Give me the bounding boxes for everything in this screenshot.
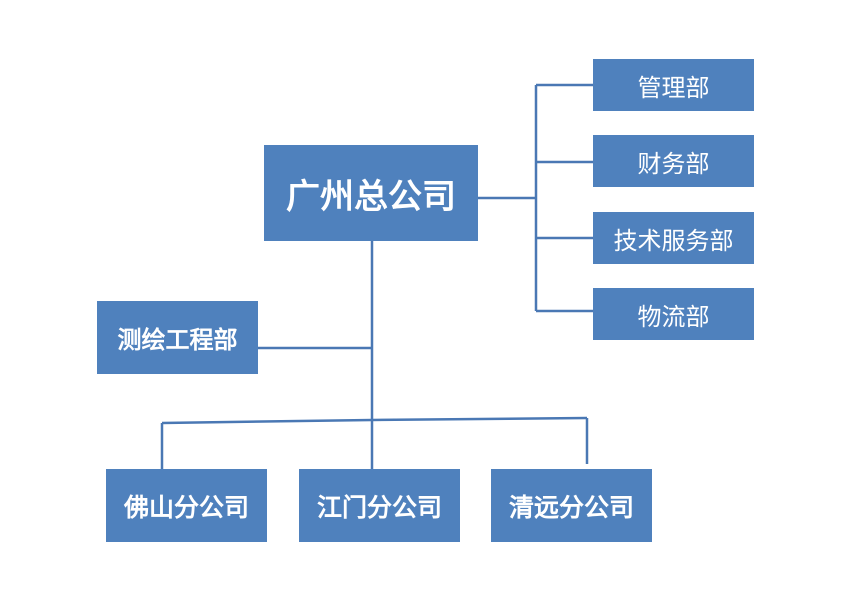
department-finance-box: 财务部 <box>593 135 754 187</box>
department-logistics-box: 物流部 <box>593 288 754 340</box>
root-company-label: 广州总公司 <box>286 176 456 217</box>
department-label: 物流部 <box>637 302 710 331</box>
branches-bus <box>161 416 588 425</box>
branch-qingyuan-box: 清远分公司 <box>491 469 652 542</box>
department-management-box: 管理部 <box>593 59 754 111</box>
survey-department-label: 测绘工程部 <box>117 326 238 354</box>
department-label: 管理部 <box>637 73 710 102</box>
branch-jiangmen-box: 江门分公司 <box>299 469 460 542</box>
department-tech-service-box: 技术服务部 <box>593 212 754 264</box>
branch-label: 清远分公司 <box>508 492 634 522</box>
branch-label: 江门分公司 <box>316 492 442 522</box>
department-label: 技术服务部 <box>613 226 734 255</box>
department-label: 财务部 <box>637 149 710 178</box>
branch-label: 佛山分公司 <box>123 492 249 522</box>
branch-foshan-box: 佛山分公司 <box>106 469 267 542</box>
root-company-box: 广州总公司 <box>264 145 478 241</box>
survey-department-box: 测绘工程部 <box>97 301 258 374</box>
